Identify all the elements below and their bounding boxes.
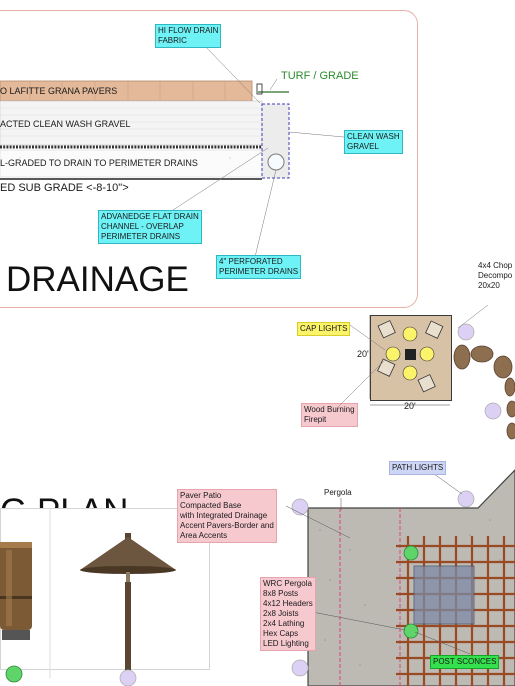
- firepit-icon: [405, 349, 416, 360]
- drainage-section-drawing: [0, 43, 345, 258]
- path-light-fixture-icon: [80, 533, 176, 672]
- callout-paver-patio: Paver Patio Compacted Base with Integrat…: [177, 489, 277, 543]
- turf-grade-label: TURF / GRADE: [281, 70, 359, 82]
- callout-leaders: [337, 324, 386, 408]
- perforated-drain-pipe: [267, 153, 285, 171]
- post-sconce-icon: [403, 545, 419, 561]
- callout-firepit: Wood Burning Firepit: [301, 403, 358, 427]
- layer-label-gravel: ACTED CLEAN WASH GRAVEL: [0, 119, 131, 129]
- dimension-width: 20': [404, 401, 416, 411]
- callout-pergola: Pergola: [324, 488, 352, 497]
- drainage-title: DRAINAGE: [6, 260, 189, 299]
- chop-note: 4x4 Chop Decompo 20x20: [478, 261, 513, 290]
- callout-wrc-pergola: WRC Pergola 8x8 Posts 4x12 Headers 2x8 J…: [260, 577, 316, 651]
- patio-plan: [5, 469, 515, 686]
- callout-path-lights: PATH LIGHTS: [389, 461, 447, 475]
- fixture-photos: [0, 508, 176, 678]
- layer-label-pavers: O LAFITTE GRANA PAVERS: [0, 86, 118, 96]
- callout-clean-wash-gravel: CLEAN WASH GRAVEL: [344, 130, 403, 154]
- callout-advanedge-channel: ADVANEDGE FLAT DRAIN CHANNEL - OVERLAP P…: [98, 210, 202, 244]
- dimension-height: 20': [357, 349, 369, 359]
- area-rug: [413, 565, 475, 625]
- callout-perforated-drains: 4" PERFORATED PERIMETER DRAINS: [216, 255, 302, 279]
- subgrade-label: ED SUB GRADE <-8-10">: [0, 182, 129, 194]
- callout-drain-fabric: HI FLOW DRAIN FABRIC: [155, 24, 222, 48]
- drainage-section-panel: [0, 10, 418, 308]
- post-sconce-icon: [403, 623, 419, 639]
- firepit-plan: [369, 305, 515, 440]
- callout-cap-lights: CAP LIGHTS: [297, 322, 351, 336]
- callout-post-sconces: POST SCONCES: [430, 655, 500, 669]
- layer-label-graded: L-GRADED TO DRAIN TO PERIMETER DRAINS: [0, 158, 198, 168]
